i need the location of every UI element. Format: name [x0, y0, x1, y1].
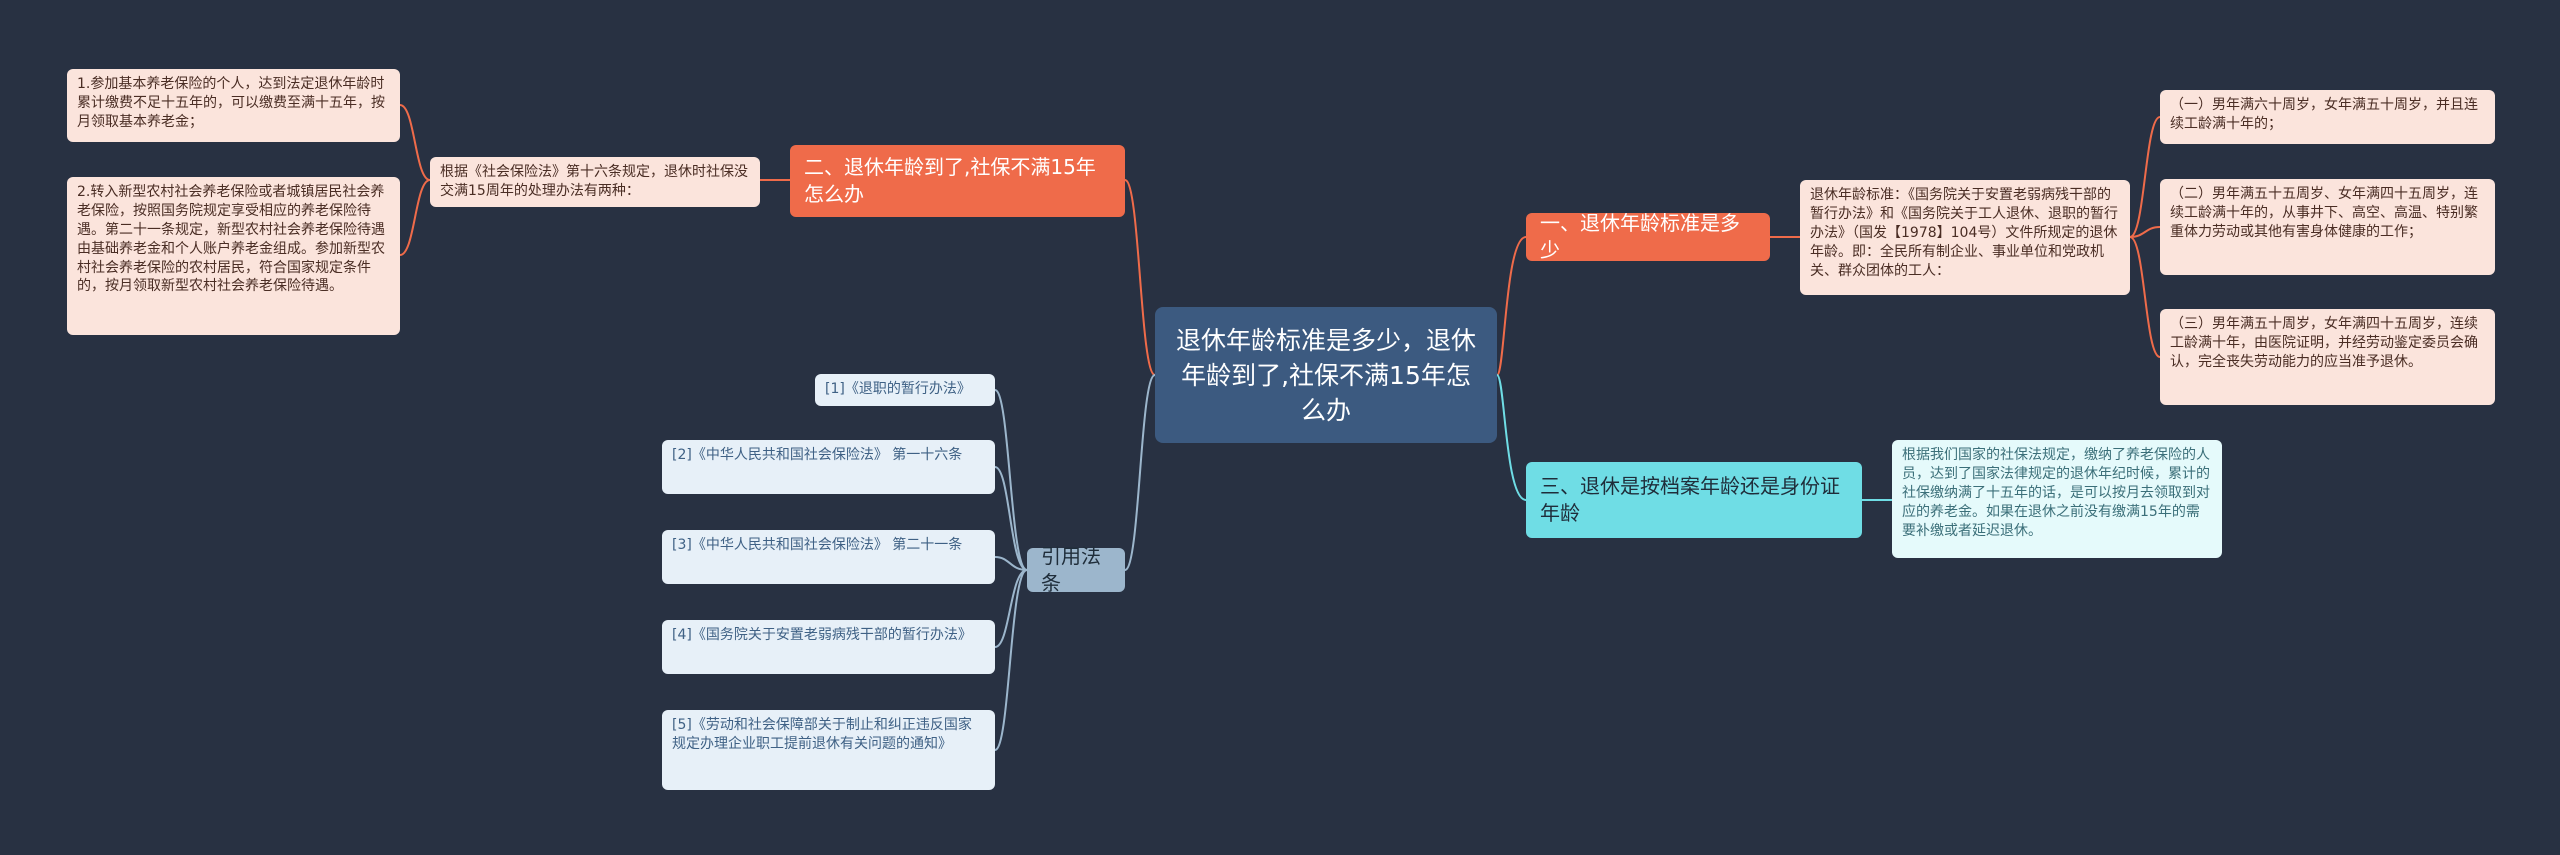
ref-item-1[interactable]: [1]《退职的暂行办法》 [815, 374, 995, 406]
branch-label: 二、退休年龄到了,社保不满15年怎么办 [804, 155, 1096, 206]
node-text: 根据《社会保险法》第十六条规定，退休时社保没交满15周年的处理办法有两种： [440, 164, 748, 199]
branch-label: 三、退休是按档案年龄还是身份证年龄 [1540, 474, 1840, 525]
b1-item-1[interactable]: （一）男年满六十周岁，女年满五十周岁，并且连续工龄满十年的； [2160, 90, 2495, 144]
root-topic-text: 退休年龄标准是多少，退休年龄到了,社保不满15年怎么办 [1175, 325, 1476, 425]
connector-b1-items [2129, 116, 2161, 358]
connector-root-b1 [1496, 236, 1527, 376]
b2-detail-node[interactable]: 根据《社会保险法》第十六条规定，退休时社保没交满15周年的处理办法有两种： [430, 157, 760, 207]
ref-item-4[interactable]: [4]《国务院关于安置老弱病残干部的暂行办法》 [662, 620, 995, 674]
node-text: [2]《中华人民共和国社会保险法》 第一十六条 [672, 447, 963, 463]
b2-item-2[interactable]: 2.转入新型农村社会养老保险或者城镇居民社会养老保险，按照国务院规定享受相应的养… [67, 177, 400, 335]
b1-detail-node[interactable]: 退休年龄标准：《国务院关于安置老弱病残干部的暂行办法》和《国务院关于工人退休、退… [1800, 180, 2130, 295]
branch-retirement-age-standard[interactable]: 一、退休年龄标准是多少 [1526, 211, 1770, 262]
node-text: [1]《退职的暂行办法》 [825, 381, 971, 397]
b3-detail-node[interactable]: 根据我们国家的社保法规定，缴纳了养老保险的人员，达到了国家法律规定的退休年纪时候… [1892, 440, 2222, 558]
node-text: [5]《劳动和社会保障部关于制止和纠正违反国家规定办理企业职工提前退休有关问题的… [672, 717, 972, 752]
branch-cited-laws[interactable]: 引用法条 [1027, 544, 1125, 595]
connector-refs-items [994, 389, 1028, 751]
branch-archive-vs-id-age[interactable]: 三、退休是按档案年龄还是身份证年龄 [1526, 462, 1862, 538]
b1-item-2[interactable]: （二）男年满五十五周岁、女年满四十五周岁，连续工龄满十年的，从事井下、高空、高温… [2160, 179, 2495, 275]
node-text: 1.参加基本养老保险的个人，达到法定退休年龄时累计缴费不足十五年的，可以缴费至满… [77, 76, 385, 130]
b2-item-1[interactable]: 1.参加基本养老保险的个人，达到法定退休年龄时累计缴费不足十五年的，可以缴费至满… [67, 69, 400, 142]
b1-item-3[interactable]: （三）男年满五十周岁，女年满四十五周岁，连续工龄满十年，由医院证明，并经劳动鉴定… [2160, 309, 2495, 405]
connector-root-refs [1124, 374, 1156, 571]
node-text: 退休年龄标准：《国务院关于安置老弱病残干部的暂行办法》和《国务院关于工人退休、退… [1810, 187, 2118, 279]
node-text: 根据我们国家的社保法规定，缴纳了养老保险的人员，达到了国家法律规定的退休年纪时候… [1902, 447, 2210, 539]
ref-item-5[interactable]: [5]《劳动和社会保障部关于制止和纠正违反国家规定办理企业职工提前退休有关问题的… [662, 710, 995, 790]
node-text: （三）男年满五十周岁，女年满四十五周岁，连续工龄满十年，由医院证明，并经劳动鉴定… [2170, 316, 2478, 370]
branch-label: 一、退休年龄标准是多少 [1540, 211, 1740, 262]
root-topic[interactable]: 退休年龄标准是多少，退休年龄到了,社保不满15年怎么办 [1155, 307, 1497, 443]
branch-label: 引用法条 [1041, 544, 1101, 595]
node-text: （一）男年满六十周岁，女年满五十周岁，并且连续工龄满十年的； [2170, 97, 2478, 132]
ref-item-2[interactable]: [2]《中华人民共和国社会保险法》 第一十六条 [662, 440, 995, 494]
connector-root-b2 [1124, 179, 1156, 376]
node-text: 2.转入新型农村社会养老保险或者城镇居民社会养老保险，按照国务院规定享受相应的养… [77, 184, 385, 295]
node-text: [3]《中华人民共和国社会保险法》 第二十一条 [672, 537, 963, 553]
ref-item-3[interactable]: [3]《中华人民共和国社会保险法》 第二十一条 [662, 530, 995, 584]
branch-social-security-under-15-years[interactable]: 二、退休年龄到了,社保不满15年怎么办 [790, 145, 1125, 217]
node-text: [4]《国务院关于安置老弱病残干部的暂行办法》 [672, 627, 972, 643]
connector-b2-items [399, 104, 431, 256]
connector-root-b3 [1496, 374, 1527, 501]
node-text: （二）男年满五十五周岁、女年满四十五周岁，连续工龄满十年的，从事井下、高空、高温… [2170, 186, 2478, 240]
